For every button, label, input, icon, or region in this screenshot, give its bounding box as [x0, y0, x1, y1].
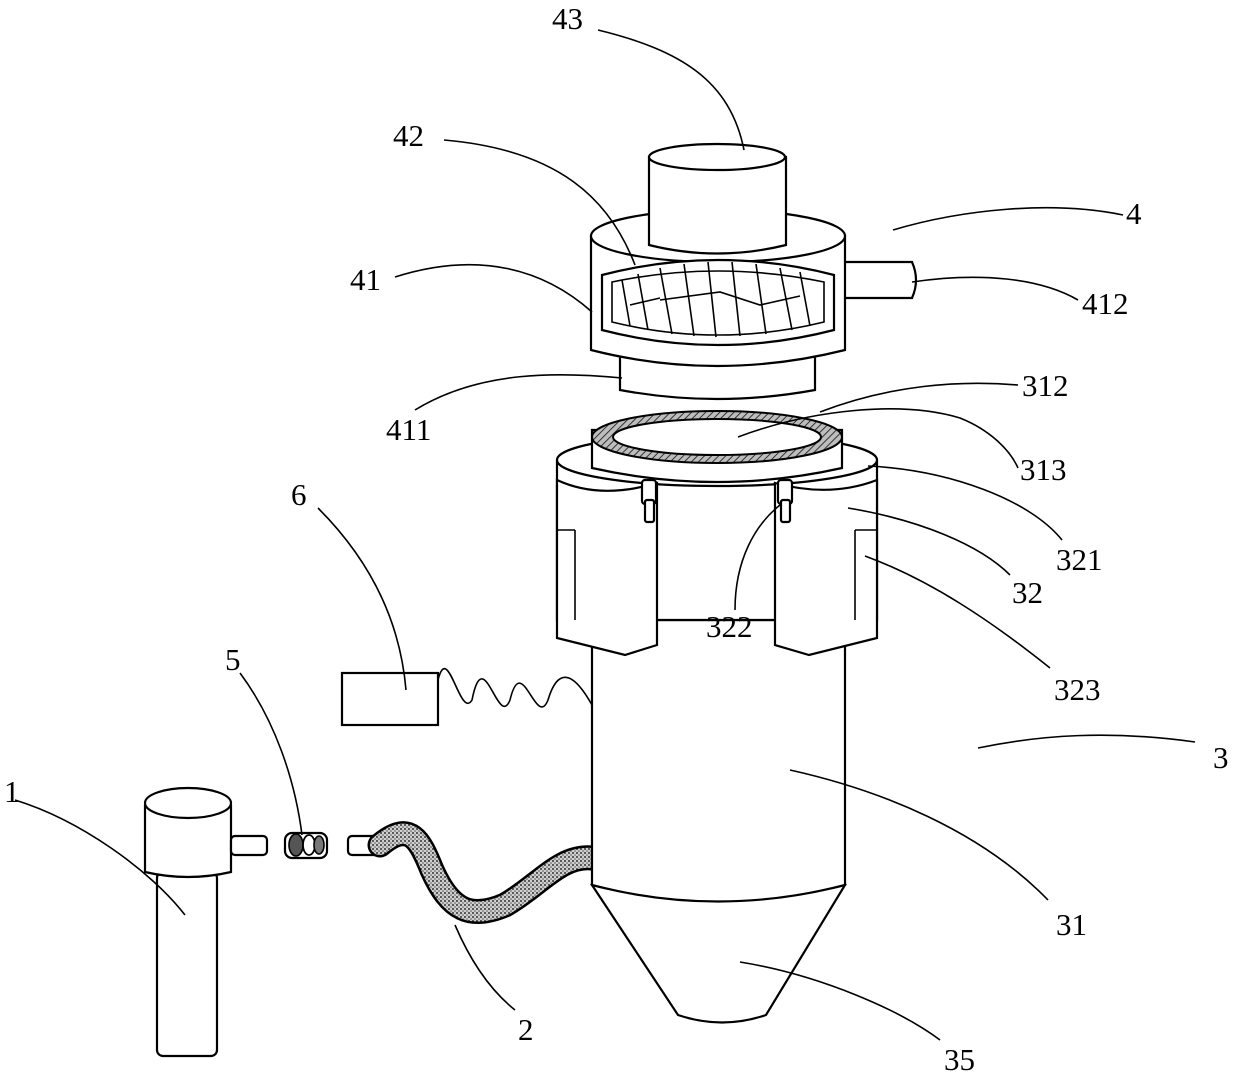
top-unit-part-4	[591, 144, 916, 399]
label-31: 31	[1056, 907, 1087, 942]
box-part-6	[342, 669, 592, 725]
wand-head-top	[145, 788, 231, 818]
leader-5	[240, 673, 302, 835]
cable-wire	[438, 669, 592, 707]
leader-4	[893, 208, 1123, 230]
label-411: 411	[386, 412, 431, 447]
wand-shaft	[157, 872, 217, 1056]
filter-bag-left	[557, 480, 657, 655]
label-35: 35	[944, 1042, 975, 1077]
wand-outlet-nozzle	[231, 836, 267, 855]
clip-left	[642, 480, 656, 522]
tank-part-3	[557, 411, 877, 1023]
wand-part-1	[145, 788, 267, 1056]
label-2: 2	[518, 1012, 534, 1047]
label-313: 313	[1020, 452, 1067, 487]
label-1: 1	[4, 774, 20, 809]
label-41: 41	[350, 262, 381, 297]
side-outlet-part-412	[842, 262, 916, 298]
connector-ring-c	[314, 836, 324, 854]
opening-part-312	[613, 419, 821, 455]
hose-part-2	[348, 834, 592, 912]
leader-412	[912, 277, 1078, 300]
label-32: 32	[1012, 575, 1043, 610]
leader-43	[598, 30, 744, 150]
label-43: 43	[552, 1, 583, 36]
label-6: 6	[291, 477, 307, 512]
label-5: 5	[225, 642, 241, 677]
label-412: 412	[1082, 286, 1129, 321]
clip-part-322	[778, 480, 792, 522]
leader-41	[395, 265, 592, 312]
leader-312	[820, 383, 1018, 412]
label-321: 321	[1056, 542, 1103, 577]
label-323: 323	[1054, 672, 1101, 707]
cone-part-35	[592, 885, 845, 1023]
leader-6	[318, 508, 406, 690]
label-42: 42	[393, 118, 424, 153]
control-box	[342, 673, 438, 725]
cylinder-part-31	[592, 620, 845, 902]
leader-2	[455, 925, 515, 1010]
connector-ring-a	[289, 834, 303, 856]
label-4: 4	[1126, 196, 1142, 231]
label-3: 3	[1213, 740, 1229, 775]
leader-323	[865, 556, 1050, 668]
label-312: 312	[1022, 368, 1069, 403]
motor-part-43	[649, 157, 786, 254]
label-322: 322	[706, 609, 753, 644]
impeller-band-part-42	[602, 260, 834, 345]
motor-top	[649, 144, 785, 170]
connector-part-5	[285, 833, 327, 858]
leader-3	[978, 735, 1195, 748]
leader-411	[415, 375, 622, 410]
